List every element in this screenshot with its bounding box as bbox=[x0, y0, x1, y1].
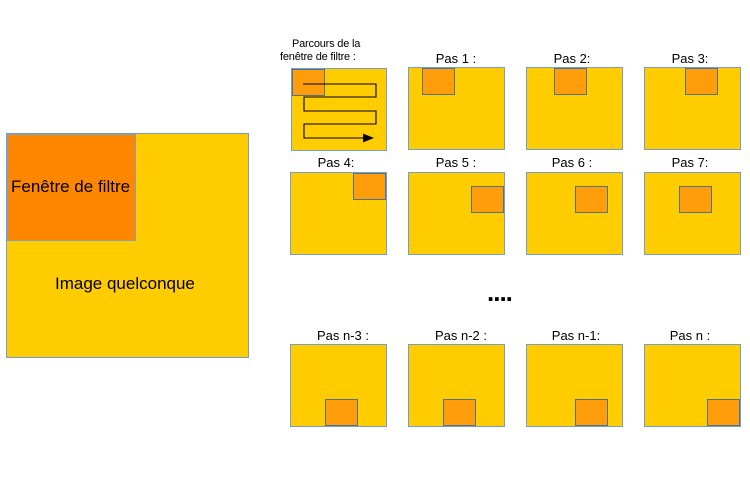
step-label: Pas n-1: bbox=[551, 328, 601, 343]
step-filter-window bbox=[575, 186, 608, 213]
step-filter-window bbox=[575, 399, 608, 426]
main-filter-window bbox=[7, 134, 136, 241]
step-label: Pas n-2 : bbox=[434, 328, 488, 343]
step-filter-window bbox=[707, 399, 740, 426]
step-image bbox=[526, 172, 623, 255]
step-label: Pas 3: bbox=[671, 51, 709, 66]
step-image bbox=[408, 67, 505, 150]
step-filter-window bbox=[554, 68, 587, 95]
path-title-line2: fenêtre de filtre : bbox=[280, 51, 356, 63]
step-label: Pas 1 : bbox=[435, 51, 477, 66]
step-image bbox=[408, 172, 505, 255]
step-label: Pas 4: bbox=[317, 155, 355, 170]
step-label: Pas n-3 : bbox=[316, 328, 370, 343]
step-image bbox=[644, 172, 741, 255]
step-filter-window bbox=[443, 399, 476, 426]
path-title-line1: Parcours de la bbox=[292, 38, 361, 50]
step-label: Pas n : bbox=[669, 328, 711, 343]
step-label: Pas 7: bbox=[671, 155, 709, 170]
image-label: Image quelconque bbox=[55, 274, 195, 293]
step-label: Pas 5 : bbox=[435, 155, 477, 170]
step-filter-window bbox=[471, 186, 504, 213]
path-start-window bbox=[292, 69, 325, 96]
step-label: Pas 2: bbox=[553, 51, 591, 66]
step-filter-window bbox=[685, 68, 718, 95]
step-filter-window bbox=[422, 68, 455, 95]
step-label: Pas 6 : bbox=[551, 155, 593, 170]
ellipsis: .... bbox=[487, 277, 513, 307]
path-arrow-diagram bbox=[303, 83, 377, 143]
step-filter-window bbox=[679, 186, 712, 213]
step-filter-window bbox=[353, 173, 386, 200]
filter-window-label: Fenêtre de filtre bbox=[11, 177, 131, 196]
step-filter-window bbox=[325, 399, 358, 426]
